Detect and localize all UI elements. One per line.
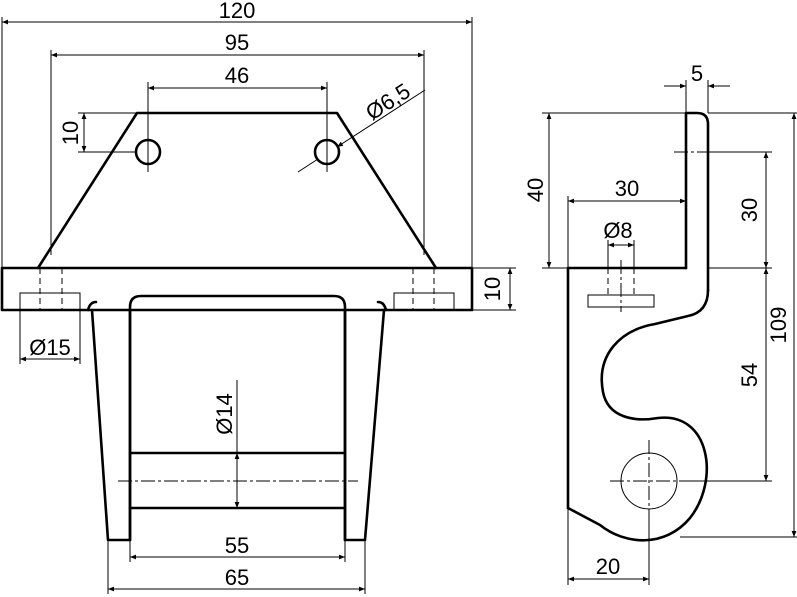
dim-hole-offset-label: 10 bbox=[58, 121, 83, 145]
front-lower-lip bbox=[86, 300, 388, 312]
dim-side-30h-label: 30 bbox=[615, 176, 639, 201]
dim-flange-label: 10 bbox=[480, 277, 505, 301]
side-vertical-leg bbox=[684, 111, 710, 292]
dim-side-20-label: 20 bbox=[596, 554, 620, 579]
dim-counterbore-label: Ø15 bbox=[29, 335, 71, 360]
dim-120-label: 120 bbox=[219, 0, 256, 23]
counterbore-left bbox=[19, 292, 81, 311]
front-flange bbox=[0, 266, 474, 312]
front-center-block bbox=[128, 294, 347, 542]
side-dimensions: 5 40 30 Ø8 30 54 109 20 bbox=[523, 61, 797, 585]
front-plate-outline bbox=[36, 111, 438, 270]
dim-95-label: 95 bbox=[225, 30, 249, 55]
dim-46-label: 46 bbox=[225, 63, 249, 88]
dim-side-40-label: 40 bbox=[523, 178, 548, 202]
dim-hole-diameter-label: Ø6,5 bbox=[361, 78, 415, 125]
dim-side-30v-label: 30 bbox=[737, 198, 762, 222]
counterbore-right bbox=[393, 292, 455, 311]
dim-side-109-label: 109 bbox=[766, 307, 791, 344]
front-lower-body bbox=[90, 308, 386, 542]
side-view bbox=[566, 111, 720, 542]
dim-55-label: 55 bbox=[225, 533, 249, 558]
side-hook-profile bbox=[566, 288, 710, 542]
dim-pin-diameter-label: Ø14 bbox=[212, 393, 237, 435]
dim-side-hole-label: Ø8 bbox=[603, 218, 632, 243]
front-view bbox=[0, 111, 474, 542]
dim-side-5-label: 5 bbox=[691, 61, 703, 86]
dim-side-54-label: 54 bbox=[737, 363, 762, 387]
dim-65-label: 65 bbox=[225, 565, 249, 590]
